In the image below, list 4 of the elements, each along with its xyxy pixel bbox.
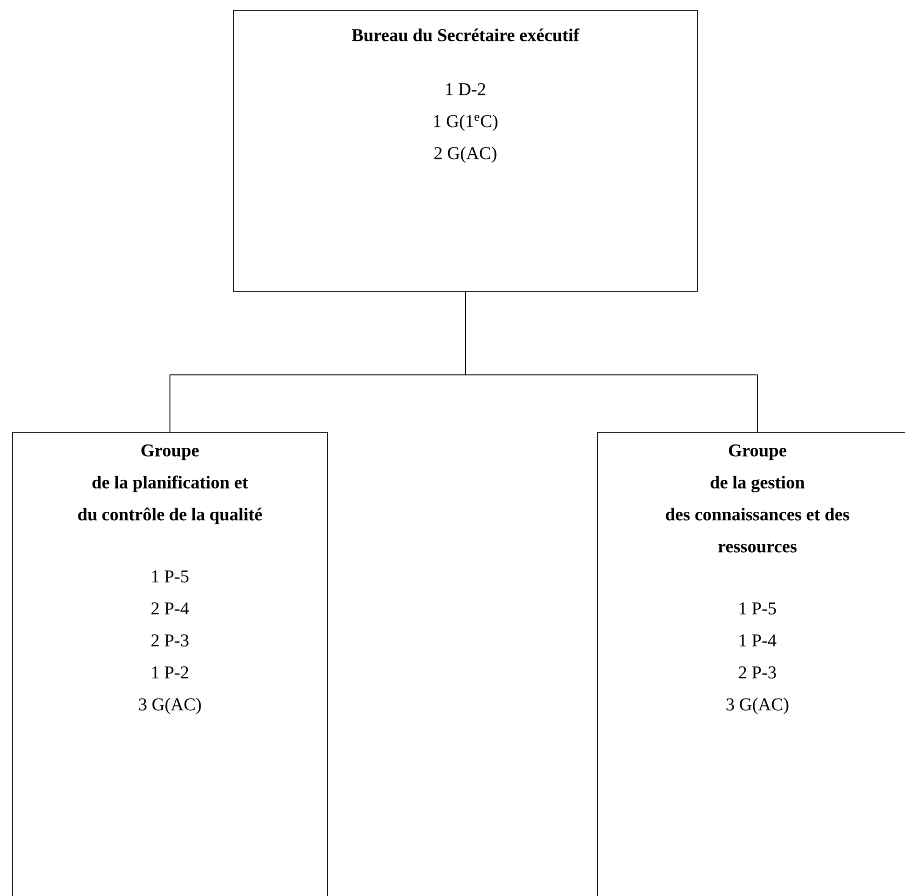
unit-box: Groupe de la gestion des connaissances et des ressources 1 P-5 1 P-4 2 P-3 3 G(AC) [597,432,905,896]
unit-box: Groupe de la planification et du contrôle de la qualité 1 P-5 2 P-4 2 P-3 1 P-2 3 G(AC) [12,432,328,896]
connector-line [465,291,758,432]
unit-box: Bureau du Secrétaire exécutif 1 D-2 1 G(1$^{e}$C) 2 G(AC) [233,10,698,292]
